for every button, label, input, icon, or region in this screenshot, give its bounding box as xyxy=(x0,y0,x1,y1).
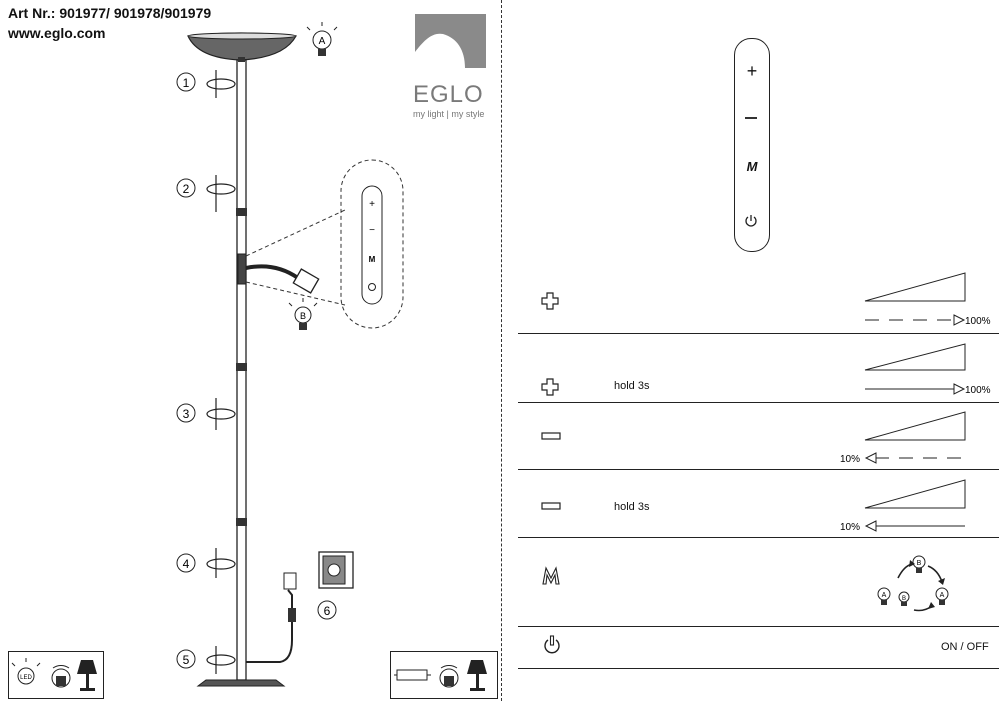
row-divider xyxy=(518,668,999,669)
minus-icon xyxy=(541,432,561,440)
hold-label: hold 3s xyxy=(614,501,650,513)
row-divider xyxy=(518,537,999,538)
step-3: 3 xyxy=(183,407,190,421)
dimming-diagrams: 100% 100% 10% 10% xyxy=(840,272,991,533)
bulb-b-label: B xyxy=(300,311,306,321)
eglo-logo-mark-icon xyxy=(415,14,486,68)
step-1: 1 xyxy=(183,76,190,90)
pole-segment-1 xyxy=(236,59,247,211)
plus-icon xyxy=(541,378,559,396)
step-markers xyxy=(176,72,337,669)
remote-power-button[interactable] xyxy=(744,214,758,228)
minus-icon xyxy=(541,502,561,510)
driver-replace-box xyxy=(390,651,498,699)
cycle-b-small: B xyxy=(902,596,906,602)
article-number: Art Nr.: 901977/ 901978/901979 xyxy=(8,5,212,21)
percent-row2: 100% xyxy=(965,385,991,396)
svg-text:+: + xyxy=(369,199,375,210)
lamp-base xyxy=(196,679,286,687)
step-4: 4 xyxy=(183,557,190,571)
brand-name: EGLO xyxy=(413,81,484,108)
remote-mode-button[interactable]: M xyxy=(746,159,758,174)
step-6: 6 xyxy=(324,604,331,618)
lamp-assembly-diagram: + − M 1 2 3 4 5 6 A B xyxy=(176,22,404,687)
reading-head xyxy=(292,268,320,294)
bulb-b-icon xyxy=(288,298,318,330)
website-url: www.eglo.com xyxy=(8,25,106,41)
percent-row3: 10% xyxy=(840,454,860,465)
page-divider xyxy=(501,0,502,701)
step-2: 2 xyxy=(183,182,190,196)
hold-label: hold 3s xyxy=(614,380,650,392)
on-off-label: ON / OFF xyxy=(941,641,989,653)
remote-mini xyxy=(361,185,383,305)
joint xyxy=(236,518,247,526)
mode-icon xyxy=(542,566,560,585)
mode-cycle-diagram: B A B A xyxy=(877,555,949,612)
remote-zoom-callout xyxy=(340,159,404,329)
row-divider xyxy=(518,626,999,627)
brand-tagline: my light | my style xyxy=(413,109,485,119)
bulb-a-icon xyxy=(306,22,338,56)
cycle-a-left: A xyxy=(882,592,887,599)
cycle-b-top: B xyxy=(917,560,922,567)
plug xyxy=(283,572,297,590)
pole-segment-3 xyxy=(236,369,247,521)
power-icon xyxy=(544,635,560,654)
bulb-a-label: A xyxy=(319,36,326,47)
reading-arm xyxy=(245,264,300,280)
joint xyxy=(236,208,247,216)
row-divider xyxy=(518,469,999,470)
remote-minus-button[interactable] xyxy=(745,117,757,119)
cycle-a-right: A xyxy=(940,592,945,599)
percent-row1: 100% xyxy=(965,316,991,327)
svg-text:M: M xyxy=(369,255,376,264)
remote-control: + M xyxy=(734,38,770,252)
pole-segment-2 xyxy=(236,214,247,366)
led-replace-box: LED xyxy=(8,651,104,699)
plus-icon xyxy=(541,292,559,310)
svg-text:−: − xyxy=(369,225,375,236)
led-label: LED xyxy=(20,675,32,681)
row-divider xyxy=(518,402,999,403)
remote-plus-button[interactable]: + xyxy=(746,61,758,81)
switch-module xyxy=(237,253,247,285)
step-5: 5 xyxy=(183,653,190,667)
power-icon xyxy=(745,215,757,227)
pole-segment-4 xyxy=(236,524,247,681)
joint xyxy=(236,363,247,371)
eglo-logo: EGLO my light | my style xyxy=(413,10,488,120)
row-divider xyxy=(518,333,999,334)
percent-row4: 10% xyxy=(840,522,860,533)
